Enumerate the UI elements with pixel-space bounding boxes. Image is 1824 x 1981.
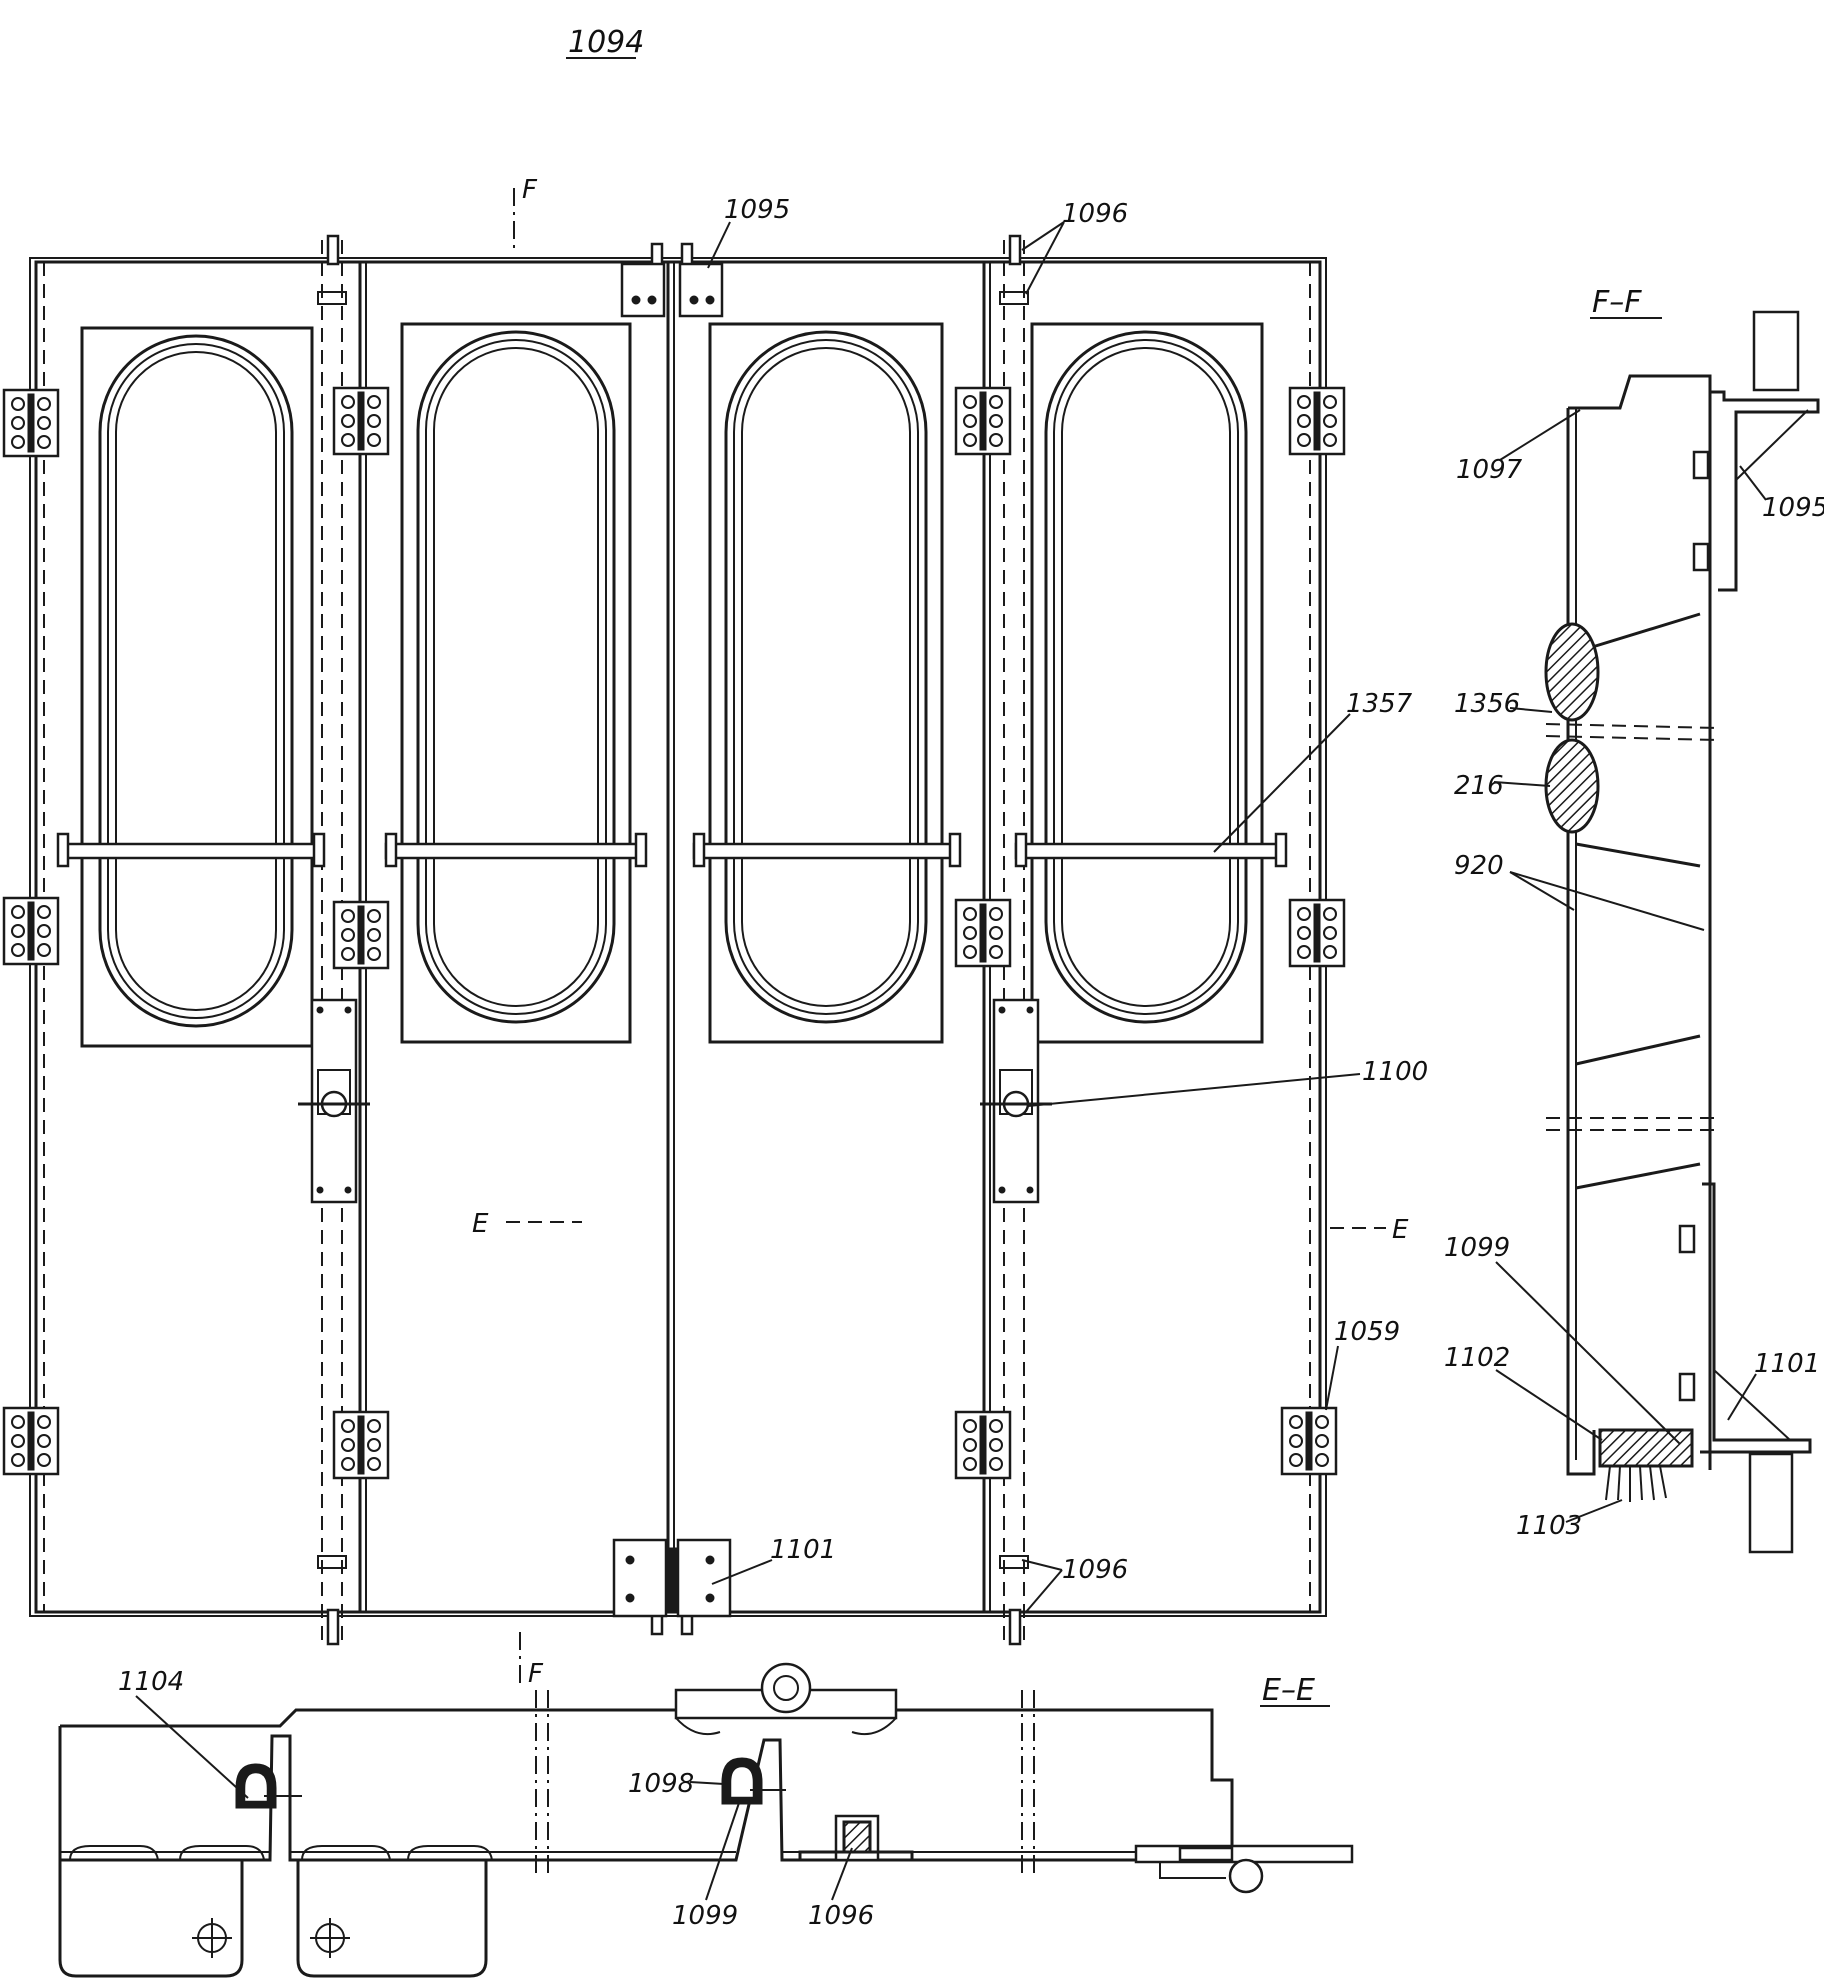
centre-hinge-pin: [760, 1662, 812, 1714]
callout-1101-side: 1101: [1754, 1349, 1820, 1379]
window-2: [400, 322, 632, 1044]
handle-right: [296, 1860, 488, 1978]
callout-920: 920: [1454, 851, 1504, 881]
cut-mark-e-right: E: [1392, 1215, 1409, 1245]
handle-left: [58, 1860, 244, 1978]
bottom-hinge-plates: [612, 1538, 732, 1618]
section-ee-label: E–E: [1262, 1673, 1315, 1708]
callout-1096-ee: 1096: [808, 1901, 874, 1931]
callout-1095-side: 1095: [1762, 493, 1824, 523]
figure-number: 1094: [568, 25, 644, 60]
callout-1099-side: 1099: [1444, 1233, 1510, 1263]
callout-1103: 1103: [1516, 1511, 1582, 1541]
grab-bars: [56, 832, 1288, 868]
callout-1101-front: 1101: [770, 1535, 836, 1565]
section-ff: F–F: [1444, 285, 1824, 1554]
door-frame-outer-edge: [29, 257, 1327, 1617]
window-1: [80, 326, 314, 1048]
window-3: [708, 322, 944, 1044]
callout-1098: 1098: [628, 1769, 694, 1799]
section-ee: E–E: [58, 1662, 1354, 1978]
square-rod-1096: [842, 1820, 872, 1854]
callout-1357: 1357: [1346, 689, 1413, 719]
section-ff-label: F–F: [1592, 285, 1642, 320]
callout-1104: 1104: [118, 1667, 184, 1697]
lock-left: [298, 998, 370, 1204]
callout-1356: 1356: [1454, 689, 1520, 719]
hinge-pin-ee: [1228, 1858, 1264, 1894]
seal-216: [1544, 738, 1600, 834]
door-frame-outline: [34, 260, 1322, 1614]
callout-1096-bottom: 1096: [1062, 1555, 1128, 1585]
callout-1096-top: 1096: [1062, 199, 1128, 229]
window-4: [1030, 322, 1264, 1044]
callout-1100: 1100: [1362, 1057, 1428, 1087]
cut-mark-e-left: E: [472, 1209, 489, 1239]
brush-bristles: [1605, 1465, 1667, 1502]
hinges: [2, 386, 1346, 1480]
cut-mark-f-top: F: [522, 175, 538, 205]
front-view: F F E E 1095 1096 1357 1100 1059 1101 10…: [2, 175, 1428, 1689]
brush-holder: [1598, 1428, 1694, 1468]
callout-1095-top: 1095: [724, 195, 790, 225]
callout-1102: 1102: [1444, 1343, 1510, 1373]
callout-1099-ee: 1099: [672, 1901, 738, 1931]
seal-1356: [1544, 622, 1600, 722]
callout-1097: 1097: [1456, 455, 1523, 485]
cut-mark-f-bottom: F: [528, 1659, 544, 1689]
callout-216: 216: [1454, 771, 1504, 801]
callout-1059: 1059: [1334, 1317, 1400, 1347]
top-hinge-plates: [620, 262, 724, 318]
